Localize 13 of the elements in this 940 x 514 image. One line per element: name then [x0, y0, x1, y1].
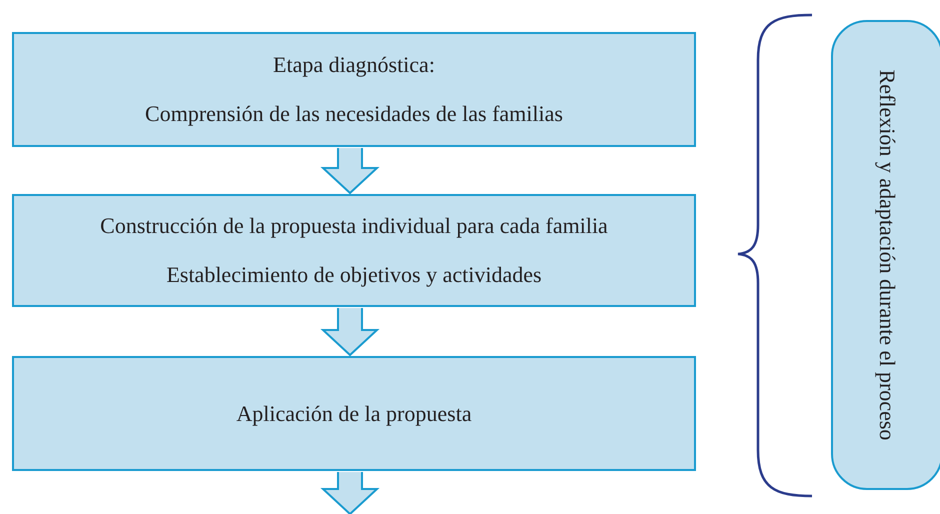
- node-text: Reflexión y adaptación durante el proceso: [874, 68, 900, 442]
- block-arrow: [320, 147, 380, 194]
- node-text: Comprensión de las necesidades de las familias: [145, 101, 563, 128]
- block-arrow: [320, 307, 380, 356]
- node-text: Etapa diagnóstica:: [273, 52, 435, 78]
- process-box: [12, 32, 696, 147]
- node-text: Aplicación de la propuesta: [236, 400, 472, 426]
- node-text: Construcción de la propuesta individual para cada familia: [100, 213, 608, 240]
- node-text: Establecimiento de objetivos y actividades: [166, 262, 542, 288]
- rounded-panel: [831, 20, 940, 490]
- process-box: [12, 356, 696, 471]
- block-arrow: [320, 471, 380, 514]
- process-box: [12, 194, 696, 307]
